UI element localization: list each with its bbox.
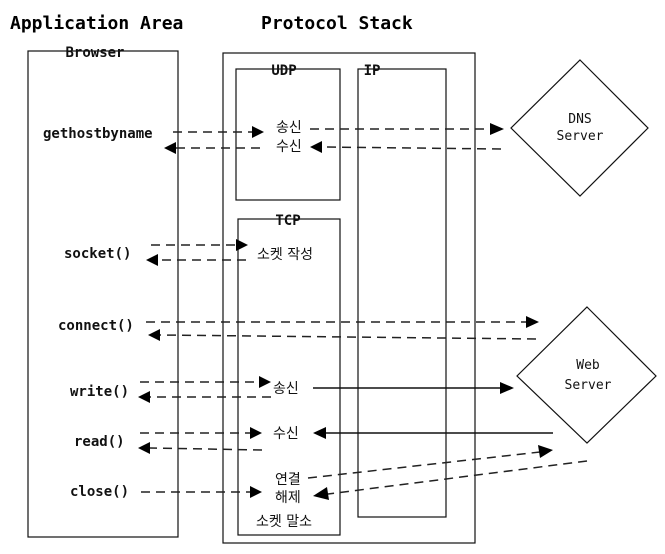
web-server-label-line1: Web bbox=[576, 358, 600, 373]
tcp-label: TCP bbox=[275, 213, 300, 229]
arrowhead bbox=[236, 239, 248, 251]
arrowhead bbox=[538, 445, 553, 458]
dns-server-label-line1: DNS bbox=[568, 112, 591, 127]
call-gethostbyname: gethostbyname bbox=[43, 126, 153, 142]
tcp-disconnect-label-line2: 해제 bbox=[275, 490, 301, 506]
browser-label: Browser bbox=[65, 45, 124, 61]
udp-box bbox=[235, 68, 341, 201]
arrow-disconnect-to-web bbox=[307, 451, 541, 479]
arrows bbox=[138, 123, 588, 500]
arrowhead bbox=[259, 376, 271, 388]
call-socket: socket() bbox=[64, 246, 131, 262]
tcp-receive-label: 수신 bbox=[273, 426, 299, 442]
web-server-label-line2: Server bbox=[565, 378, 612, 393]
arrowhead bbox=[310, 141, 322, 153]
arrowhead bbox=[526, 316, 539, 328]
dns-server-diamond bbox=[510, 59, 649, 197]
arrowhead bbox=[250, 427, 262, 439]
call-read: read() bbox=[74, 434, 125, 450]
tcp-destroy-socket-label: 소켓 말소 bbox=[256, 514, 312, 530]
udp-label: UDP bbox=[271, 63, 296, 79]
protocol-stack-box bbox=[222, 52, 476, 544]
tcp-disconnect-label-line1: 연결 bbox=[275, 472, 301, 488]
tcp-create-socket-label: 소켓 작성 bbox=[257, 247, 313, 263]
browser-box bbox=[27, 50, 179, 538]
arrowhead bbox=[500, 382, 514, 394]
arrowhead bbox=[250, 486, 262, 498]
arrowhead bbox=[148, 329, 160, 341]
arrow-web-to-connect bbox=[159, 334, 537, 340]
heading-protocol-stack: Protocol Stack bbox=[261, 13, 413, 34]
arrowhead bbox=[313, 487, 329, 500]
arrowhead bbox=[313, 427, 326, 439]
tcp-box bbox=[237, 218, 341, 536]
arrow-web-to-disconnect bbox=[327, 460, 588, 495]
heading-application-area: Application Area bbox=[10, 13, 183, 34]
call-connect: connect() bbox=[58, 318, 134, 334]
dns-server-label-line2: Server bbox=[557, 129, 604, 144]
arrowhead bbox=[138, 442, 150, 454]
arrowhead bbox=[252, 126, 264, 138]
udp-send-label: 송신 bbox=[276, 120, 302, 136]
udp-receive-label: 수신 bbox=[276, 139, 302, 155]
arrow-tcp-receive-to-read bbox=[149, 447, 263, 451]
arrowhead bbox=[490, 123, 504, 135]
arrowhead bbox=[146, 254, 158, 266]
call-write: write() bbox=[70, 384, 129, 400]
ip-box bbox=[357, 68, 447, 518]
arrow-dns-to-udp-receive bbox=[321, 146, 502, 150]
arrowhead bbox=[164, 142, 176, 154]
web-server-diamond bbox=[516, 306, 657, 444]
ip-label: IP bbox=[364, 63, 381, 79]
tcp-send-label: 송신 bbox=[273, 381, 299, 397]
call-close: close() bbox=[70, 484, 129, 500]
arrowhead bbox=[138, 391, 150, 403]
